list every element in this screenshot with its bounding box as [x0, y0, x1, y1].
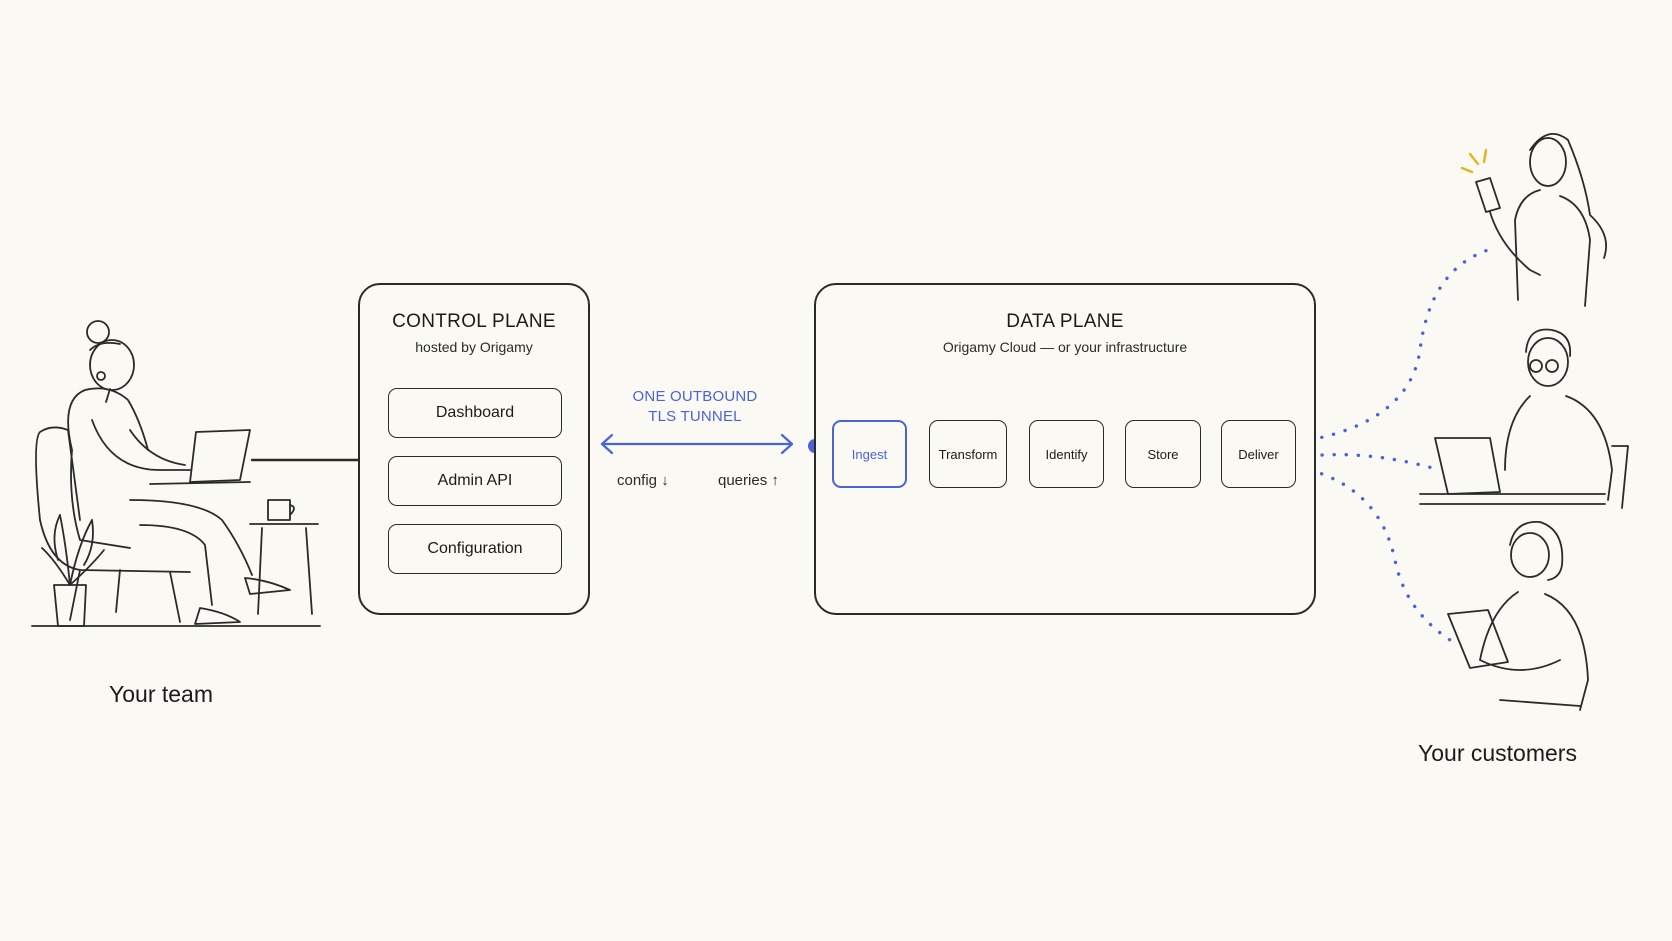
config-label: config ↓ [617, 472, 669, 489]
tunnel-label-line2: TLS TUNNEL [648, 408, 742, 425]
customer-laptop-illustration [1419, 328, 1629, 509]
control-plane-subtitle: hosted by Origamy [415, 339, 533, 355]
dashboard-button[interactable]: Dashboard [388, 388, 562, 438]
data-plane-subtitle: Origamy Cloud — or your infrastructure [942, 339, 1188, 355]
customer-tablet-illustration [1447, 521, 1589, 711]
notification-sparks [1460, 148, 1488, 174]
control-plane-panel: CONTROL PLANE hosted by Origamy Dashboar… [358, 283, 590, 615]
stage-identify[interactable]: Identify [1029, 420, 1104, 488]
delivery-dots [1308, 248, 1490, 642]
stage-transform[interactable]: Transform [929, 420, 1007, 488]
control-plane-title: CONTROL PLANE [392, 311, 556, 332]
tunnel-label-line1: ONE OUTBOUND [632, 388, 758, 405]
customers-caption: Your customers [1418, 740, 1577, 766]
stage-deliver[interactable]: Deliver [1221, 420, 1296, 488]
data-plane-title: DATA PLANE [1006, 311, 1124, 332]
customer-phone-illustration [1475, 133, 1608, 307]
team-illustration [31, 320, 360, 627]
queries-label: queries ↑ [718, 472, 779, 489]
team-caption: Your team [109, 681, 213, 707]
stage-ingest[interactable]: Ingest [832, 420, 907, 488]
stage-store[interactable]: Store [1125, 420, 1201, 488]
tunnel-arrow [600, 433, 794, 455]
admin-api-button[interactable]: Admin API [388, 456, 562, 506]
configuration-button[interactable]: Configuration [388, 524, 562, 574]
